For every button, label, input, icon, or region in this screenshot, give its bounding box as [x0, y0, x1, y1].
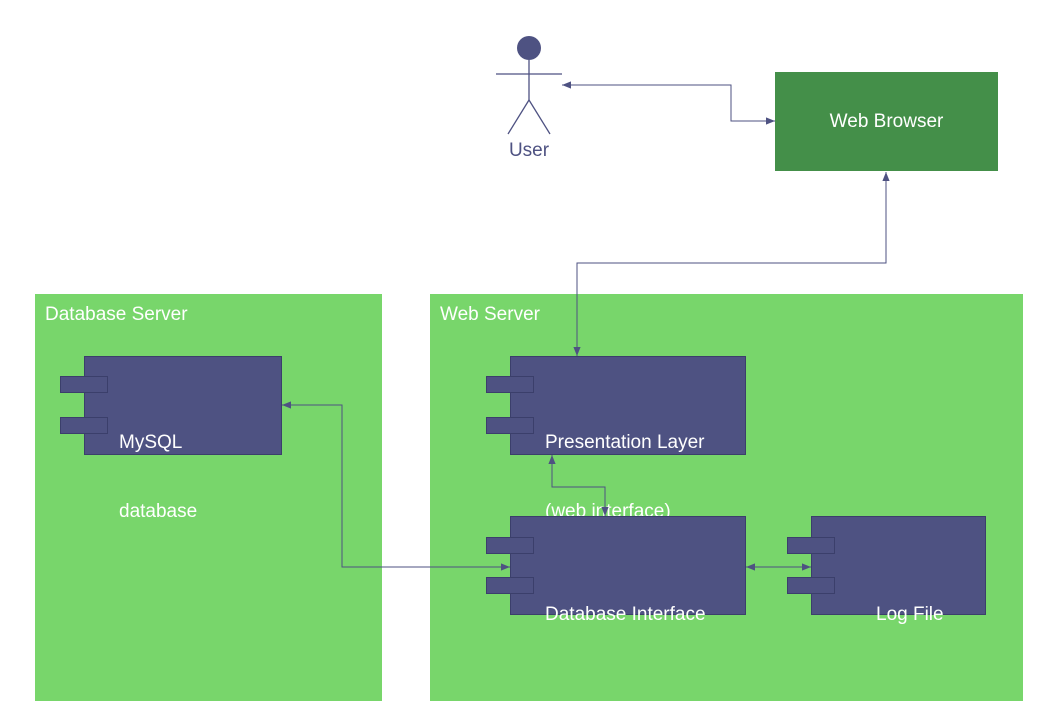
component-tab-icon	[486, 376, 534, 393]
component-tab-icon	[60, 417, 108, 434]
mysql-database-component[interactable]: MySQL database	[84, 356, 282, 522]
mysql-label-line1: MySQL	[119, 432, 183, 453]
database-interface-component[interactable]: Database Interface	[510, 516, 746, 625]
component-tab-icon	[787, 537, 835, 554]
connector-browser-user	[562, 81, 775, 125]
database-server-title: Database Server	[45, 304, 188, 325]
connector-browser-presentation	[573, 172, 890, 356]
web-server-title: Web Server	[440, 304, 540, 325]
connector-dbinterface-mysql	[282, 401, 510, 571]
web-browser-node[interactable]: Web Browser	[775, 72, 998, 171]
presentation-layer-component[interactable]: Presentation Layer (web interface)	[510, 356, 746, 522]
web-browser-label: Web Browser	[829, 110, 944, 132]
presentation-label-line1: Presentation Layer	[545, 432, 705, 453]
component-tab-icon	[787, 577, 835, 594]
component-tab-icon	[60, 376, 108, 393]
actor-label: User	[508, 140, 550, 161]
log-file-component[interactable]: Log File	[811, 516, 986, 625]
component-tab-icon	[486, 577, 534, 594]
log-file-label: Log File	[876, 604, 944, 625]
mysql-label-line2: database	[119, 501, 198, 522]
database-interface-label: Database Interface	[545, 604, 706, 625]
stick-figure-actor-icon[interactable]	[496, 36, 562, 135]
connector-presentation-dbinterface	[548, 455, 609, 516]
